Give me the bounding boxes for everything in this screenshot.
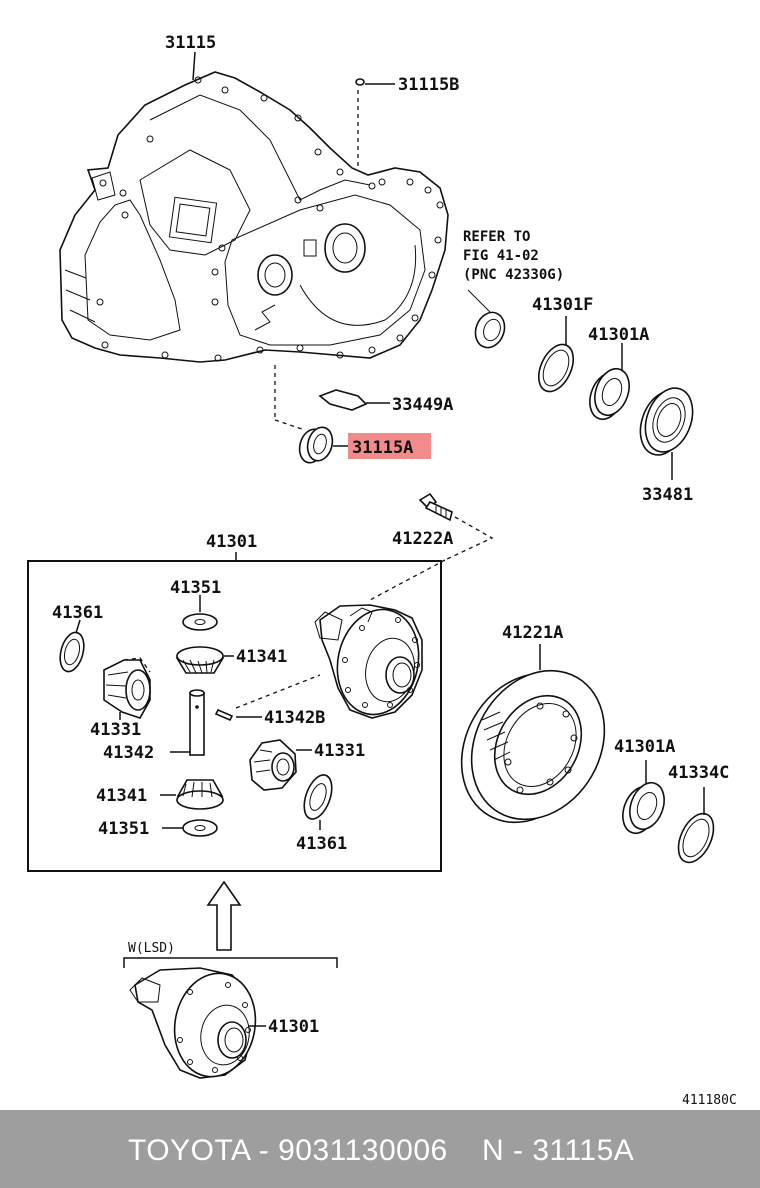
label-41222A: 41222A <box>392 529 453 549</box>
label-41341-top: 41341 <box>236 647 287 667</box>
svg-text:REFER TO: REFER TO <box>463 229 530 245</box>
label-31115: 31115 <box>165 33 216 53</box>
bearing-41301A-bottom <box>622 760 665 835</box>
label-31115B: 31115B <box>398 75 459 95</box>
label-41361-right: 41361 <box>296 834 347 854</box>
label-41301A-top: 41301A <box>588 325 649 345</box>
transaxle-housing <box>59 71 449 363</box>
label-41301A-bottom: 41301A <box>614 737 675 757</box>
label-41351-top: 41351 <box>170 578 221 598</box>
figure-code: 411180C <box>682 1093 737 1108</box>
label-41301-box: 41301 <box>206 532 257 552</box>
label-41342B: 41342B <box>264 708 325 728</box>
label-41342: 41342 <box>103 743 154 763</box>
footer-part-code: N - 31115A <box>482 1134 635 1167</box>
bolt-41222A <box>369 492 494 601</box>
footer-part-number: TOYOTA - 9031130006 <box>128 1134 448 1167</box>
label-41351-bottom: 41351 <box>98 819 149 839</box>
oil-seal-42330G <box>467 289 506 349</box>
washer-41361-left <box>59 619 85 673</box>
label-41361-left: 41361 <box>52 603 103 623</box>
parts-diagram: 31115 31115B REFER TO FIG 41-02 (PNC 423… <box>27 33 737 1108</box>
svg-text:FIG 41-02: FIG 41-02 <box>463 248 539 264</box>
bearing-33481 <box>639 387 694 480</box>
washer-41351-bottom <box>162 819 218 837</box>
washer-41351-top <box>182 595 218 631</box>
arrow-up-icon <box>206 880 242 951</box>
shim-41301F <box>537 316 575 393</box>
bearing-41301A-top <box>589 343 630 421</box>
ring-gear-41221A <box>460 644 606 824</box>
label-31115A: 31115A <box>352 438 413 458</box>
washer-41361-right <box>303 774 333 830</box>
pin-41342B <box>214 674 321 722</box>
pinion-shaft-41342 <box>170 689 205 756</box>
label-33449A: 33449A <box>392 395 453 415</box>
footer-bar: TOYOTA - 9031130006 N - 31115A <box>0 1110 760 1188</box>
shim-41334C <box>677 787 715 864</box>
lsd-diff-case <box>129 967 266 1079</box>
label-41221A: 41221A <box>502 623 563 643</box>
reference-note: REFER TO FIG 41-02 (PNC 42330G) <box>463 229 564 283</box>
pinion-gear-41341-bottom <box>160 779 224 810</box>
side-gear-41331-right <box>249 739 312 791</box>
pinion-gear-41341-top <box>175 646 234 674</box>
label-41331-right: 41331 <box>314 741 365 761</box>
label-41341-bottom: 41341 <box>96 786 147 806</box>
svg-text:(PNC 42330G): (PNC 42330G) <box>463 267 564 283</box>
seal-31115A <box>274 365 348 464</box>
label-33481: 33481 <box>642 485 693 505</box>
plug-31115B <box>355 78 395 170</box>
label-41334C: 41334C <box>668 763 729 783</box>
plate-33449A <box>318 389 390 411</box>
diff-assembly-box <box>27 560 442 872</box>
side-gear-41331-left <box>103 657 151 720</box>
label-41301F: 41301F <box>532 295 593 315</box>
diff-case <box>314 604 423 719</box>
label-41331-left: 41331 <box>90 720 141 740</box>
label-w-lsd: W(LSD) <box>128 941 175 956</box>
label-41301-lsd: 41301 <box>268 1017 319 1037</box>
highlight-31115A <box>348 433 431 459</box>
